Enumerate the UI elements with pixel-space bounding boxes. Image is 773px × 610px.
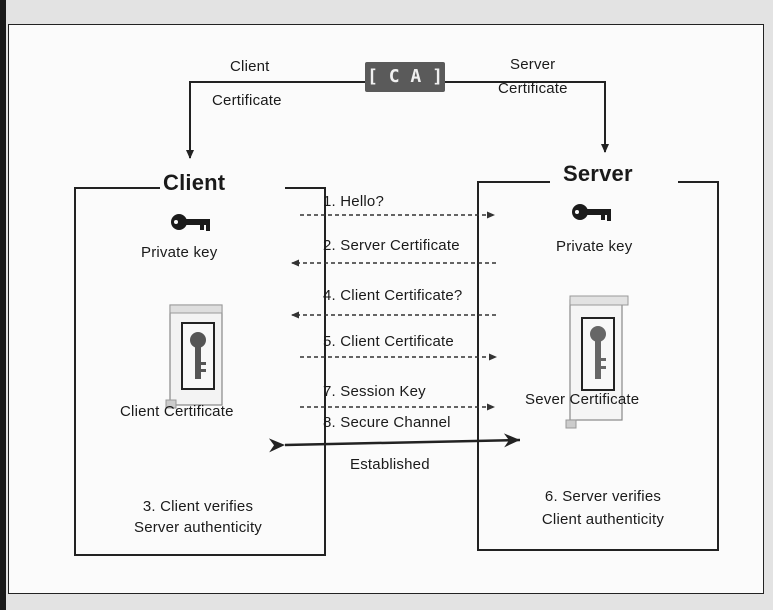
msg8-label: 8. Secure Channel [323,414,451,431]
server-verifies-line2: Client authenticity [541,511,665,528]
diagram-frame [8,24,764,594]
client-certificate-label: Client Certificate [120,403,234,420]
ca-to-client-arrow [186,81,365,159]
server-private-key-label: Private key [556,238,633,255]
server-cert-label-line2: Certificate [498,80,568,97]
ca-to-server-arrow [445,81,609,153]
client-verifies-line2: Server authenticity [133,519,263,536]
msg7-label: 7. Session Key [323,383,426,400]
client-cert-label-line1: Client [230,58,270,75]
client-cert-label-line2: Certificate [212,92,282,109]
client-verifies-line1: 3. Client verifies [142,498,254,515]
msg5-label: 5. Client Certificate [323,333,454,350]
server-box [477,181,719,551]
client-title: Client [163,170,226,195]
established-label: Established [350,456,430,473]
scan-edge [0,0,6,610]
ca-label: [ C A ] [365,62,445,92]
server-cert-label-line1: Server [510,56,556,73]
msg1-label: 1. Hello? [323,193,385,210]
secure-channel-arrow [268,433,521,453]
server-key-icon [572,204,611,221]
server-title: Server [563,161,633,186]
server-certificate-icon [565,295,629,429]
server-certificate-label: Sever Certificate [525,391,640,408]
client-private-key-label: Private key [141,244,218,261]
client-key-icon [171,214,210,231]
client-box [74,187,326,556]
client-certificate-icon [165,304,223,409]
server-verifies-line1: 6. Server verifies [544,488,662,505]
msg2-label: 2. Server Certificate [323,237,460,254]
msg4-label: 4. Client Certificate? [323,287,463,304]
